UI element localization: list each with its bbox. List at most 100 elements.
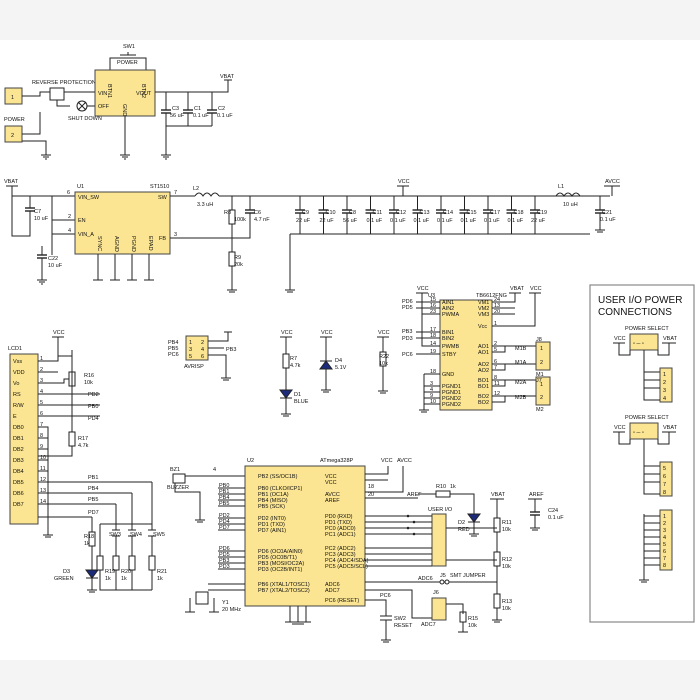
mcu-left-pin: PB4 (MISO) — [258, 498, 288, 504]
legend-h1-pin4: 4 — [663, 396, 666, 402]
r19-ref: R19 — [105, 569, 115, 575]
u1-pin-epad: EPAD — [147, 236, 153, 251]
u2-part: ATmega328P — [320, 458, 354, 464]
bank-cap-ref: C11 — [373, 210, 383, 216]
lcd-pin-label: R/W — [13, 403, 25, 409]
u3-left-pin: PGND2 — [442, 402, 461, 408]
u3-left-pin-number: 19 — [430, 349, 436, 355]
d4-value: 5.1V — [335, 365, 347, 371]
legend-select2-label: POWER SELECT — [625, 415, 669, 421]
reg-pin-btn2: BTN2 — [140, 84, 146, 98]
r13-value: 10k — [502, 606, 511, 612]
lcd-pin-label: DB7 — [13, 502, 24, 508]
legend-h2-pin7: 7 — [663, 482, 666, 488]
u3-left-pin-number: 14 — [430, 341, 436, 347]
mcu-left-pin: PD1 (TXD) — [258, 522, 285, 528]
r11-value: 10k — [502, 527, 511, 533]
j8-ref: J8 — [536, 337, 542, 343]
st1510-regulator — [74, 191, 171, 255]
lcd-pin-label: DB4 — [13, 469, 24, 475]
mcu-right-pin: PC2 (ADC2) — [325, 546, 356, 552]
avrisp-label: AVRISP — [184, 364, 204, 370]
u3-net-pd6: PD6 — [402, 299, 413, 305]
y1-value: 20 MHz — [222, 607, 241, 613]
d3-green-led-icon — [85, 569, 99, 579]
u1-pin-agnd: AGND — [113, 236, 119, 252]
bank-cap-value: 0.1 uF — [461, 218, 477, 224]
mcu-right-pin: PC5 (ADC5/SCL) — [325, 564, 368, 570]
u3-left-pin-number: 3 — [430, 381, 433, 387]
mcu-left-pin: PB2 (SS/OC1B) — [258, 474, 298, 480]
legend-select1-vbat: VBAT — [663, 336, 678, 342]
u3-right-pin: AO2 — [478, 368, 489, 374]
u3-left-pin: AIN1 — [442, 300, 454, 306]
reg-pin-vin: VIN — [98, 91, 107, 97]
adc6-label: ADC6 — [418, 576, 433, 582]
u2-ref: U2 — [247, 458, 254, 464]
legend-h2-pin8: 8 — [663, 490, 666, 496]
u3-right-pin: VM2 — [478, 306, 489, 312]
lcd-pin-number: 2 — [40, 367, 43, 373]
lcd-pin-label: Vss — [13, 359, 22, 365]
u3-left-pin: AIN2 — [442, 306, 454, 312]
legend-strip-pin: 2 — [663, 521, 666, 527]
bank-cap-ref: C14 — [443, 210, 453, 216]
l1-ref: L1 — [558, 184, 564, 190]
u3-net-pb3: PB3 — [402, 329, 412, 335]
legend-h2-pin5: 5 — [663, 466, 666, 472]
bz1-label: BUZZER — [167, 485, 189, 491]
bank-cap-ref: C13 — [420, 210, 430, 216]
u3-left-pin-number: 17 — [430, 327, 436, 333]
blue-led-section: VCC R7 4.7k D1 BLUE — [279, 330, 309, 417]
mcu-left-net: PD6 — [219, 546, 230, 552]
c1-ref: C1 — [194, 106, 201, 112]
bank-cap-ref: C12 — [396, 210, 406, 216]
lcd-pin-label: DB6 — [13, 491, 24, 497]
blue-led-vcc: VCC — [281, 330, 293, 336]
lcd-pin-label: DB2 — [13, 447, 24, 453]
r8-value: 100k — [234, 217, 246, 223]
mcu-right-pin: ADC6 — [325, 582, 340, 588]
r19-value: 1k — [105, 576, 111, 582]
u3-left-pin-number: 4 — [430, 387, 433, 393]
u3-left-pin: BIN2 — [442, 336, 454, 342]
lcd-pin-label: DB5 — [13, 480, 24, 486]
user-io-label: USER I/O — [428, 507, 453, 513]
bank-cap-value: 0.1 uF — [414, 218, 430, 224]
c6-value: 4.7 nF — [254, 217, 270, 223]
u3-right-pin-number: 24 — [494, 297, 500, 303]
u3-right-pin: Vcc — [478, 324, 487, 330]
mcu-pin-list: PB2 (SS/OC1B)PB0 (CLKO/ICP1)PB1 (OC1A)PB… — [218, 474, 369, 604]
c22-value: 10 uF — [48, 263, 63, 269]
bank-cap-ref: C15 — [467, 210, 477, 216]
r13-ref: R13 — [502, 599, 512, 605]
c21-value: 0.1 uF — [600, 217, 616, 223]
motor-m2a: M2A — [515, 380, 527, 386]
c7-ref: C7 — [34, 209, 41, 215]
avrisp-pin-3: 3 — [189, 347, 192, 353]
motor-m2b: M2B — [515, 395, 527, 401]
u3-ref: U3 — [428, 293, 435, 299]
mcu-left-pin: PB0 (CLKO/ICP1) — [258, 486, 302, 492]
mcu-right-pin: VCC — [325, 474, 337, 480]
vbat-label-reg: VBAT — [4, 179, 19, 185]
lcd-pin-number: 10 — [40, 455, 46, 461]
sw5-ref: SW5 — [153, 532, 165, 538]
mcu-right-pin: AVCC — [325, 492, 340, 498]
buzzer-icon — [172, 473, 186, 484]
sw2-label: RESET — [394, 623, 413, 629]
lcd-pin-label: VDD — [13, 370, 25, 376]
j7-ref: J7 — [536, 378, 542, 384]
u3-right-pin: AO1 — [478, 344, 489, 350]
crystal-icon — [195, 591, 209, 605]
lcd-pin-number: 5 — [40, 400, 43, 406]
lcd-pin-number: 14 — [40, 499, 46, 505]
r21-ref: R21 — [157, 569, 167, 575]
mcu-right-pin: PC6 (RESET) — [325, 598, 359, 604]
legend-strip-pin: 8 — [663, 563, 666, 569]
motor-vcc-top: VCC — [417, 286, 429, 292]
legend-header-1 — [659, 367, 673, 403]
lcd-pin-number: 9 — [40, 444, 43, 450]
